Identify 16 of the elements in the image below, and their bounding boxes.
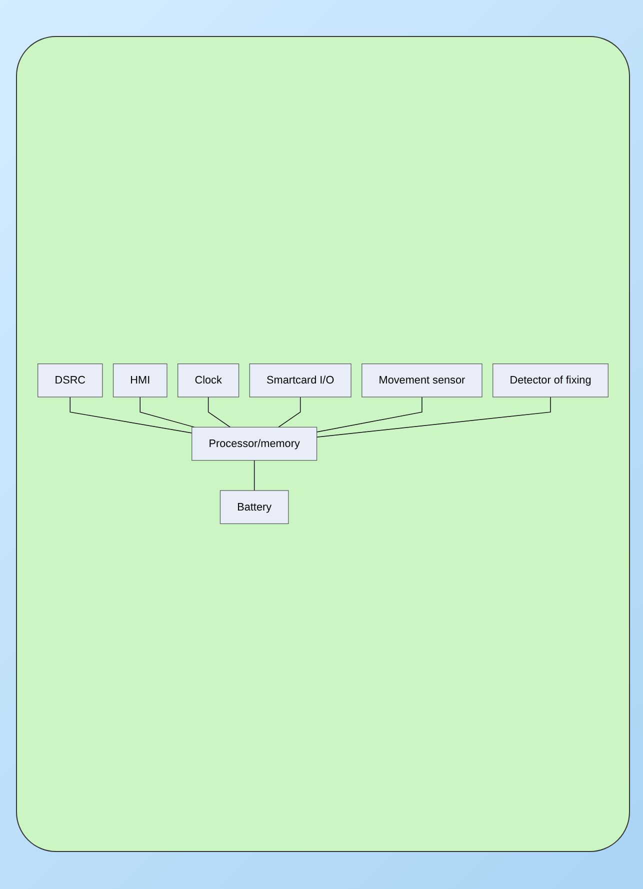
connector [140,396,195,428]
node-box [492,364,608,398]
node-box [112,364,168,398]
node-box [38,364,103,398]
connector [70,396,192,434]
connector [316,396,422,433]
node-box [249,364,352,398]
device-panel: DSRC HMI Clock Smartcard I/O Movement sensor Detector of fixing Processor/memory Battery [16,36,630,852]
connector [278,396,301,428]
node-box [192,427,318,461]
connector [316,396,551,438]
node-box [362,364,482,398]
node-box [178,364,240,398]
connector [254,460,255,492]
connector [208,396,231,428]
node-box [220,490,289,524]
